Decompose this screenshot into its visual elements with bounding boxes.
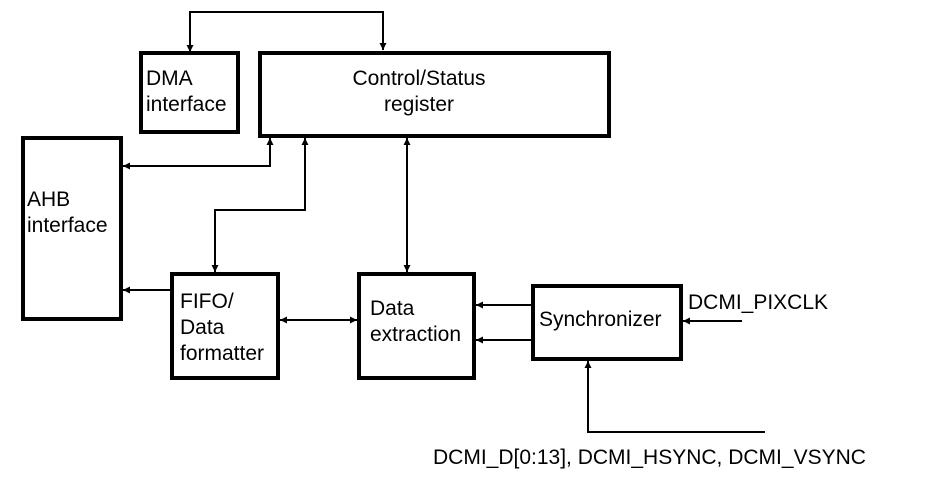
dma-control-wire (186, 11, 387, 52)
fifo-label-line2: Data (180, 316, 225, 339)
ahb-label-line2: interface (27, 214, 108, 237)
ahb-interface-label: AHB interface (27, 187, 108, 239)
data-bus-signal-label: DCMI_D[0:13], DCMI_HSYNC, DCMI_VSYNC (433, 446, 866, 469)
synchronizer-block (531, 284, 683, 361)
fifo-formatter-block (170, 272, 280, 380)
fifo-label-line3: formatter (180, 342, 265, 365)
control-label-line1: Control/Status (352, 67, 486, 90)
synchronizer-label: Synchronizer (539, 308, 662, 331)
fifo-formatter-label: FIFO/ Data formatter (180, 289, 264, 367)
dma-interface-label: DMA interface (146, 66, 227, 118)
dma-label-line1: DMA (146, 67, 193, 90)
dma-label-line2: interface (146, 93, 227, 116)
control-status-label: Control/Status register (318, 66, 520, 118)
ahb-label-line1: AHB (27, 188, 71, 211)
data-extraction-block (357, 272, 476, 380)
control-label-line2: register (383, 93, 455, 116)
fifo-label-line1: FIFO/ (180, 290, 234, 313)
ahb-interface-block (21, 136, 123, 321)
control-status-block (258, 51, 611, 138)
dma-interface-block (139, 51, 240, 134)
data-bus-wire (584, 361, 765, 433)
pixclk-signal-label: DCMI_PIXCLK (688, 291, 829, 314)
data-extraction-label: Data extraction (370, 296, 461, 348)
control-fifo-wire (211, 138, 309, 272)
extraction-label-line2: extraction (370, 323, 462, 346)
control-ahb-wire (123, 138, 274, 170)
extraction-label-line1: Data (370, 297, 415, 320)
